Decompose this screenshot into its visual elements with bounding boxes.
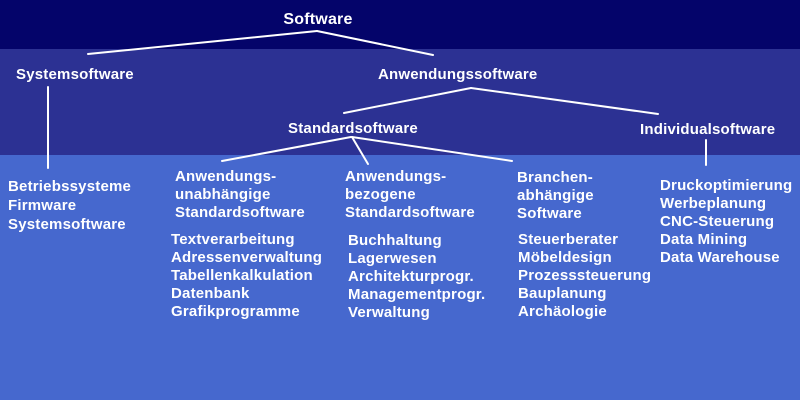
- heading-line: Anwendungs-: [175, 168, 277, 185]
- systemsoftware-items: Betriebssysteme Firmware Systemsoftware: [8, 177, 131, 234]
- list-item: Druckoptimierung: [660, 177, 793, 194]
- column-anwendungsbezogene-items: Buchhaltung Lagerwesen Architekturprogr.…: [348, 232, 485, 322]
- list-item: Textverarbeitung: [171, 231, 295, 248]
- connector-standardsoftware-to-col3: [351, 136, 369, 165]
- node-software: Software: [283, 11, 353, 28]
- node-systemsoftware: Systemsoftware: [16, 66, 134, 83]
- heading-line: Anwendungs-: [345, 168, 447, 185]
- connector-anwendungssoftware-to-standardsoftware: [343, 87, 472, 114]
- column-branchenabhaengige-heading: Branchen- abhängige Software: [517, 169, 594, 223]
- heading-line: abhängige: [517, 187, 594, 204]
- list-item: Adressenverwaltung: [171, 249, 323, 266]
- node-anwendungssoftware: Anwendungssoftware: [378, 66, 538, 83]
- node-standardsoftware: Standardsoftware: [288, 120, 418, 137]
- list-item: Datenbank: [171, 285, 250, 302]
- list-item: Archäologie: [518, 303, 607, 320]
- column-anwendungsbezogene-heading: Anwendungs- bezogene Standardsoftware: [345, 168, 475, 222]
- heading-line: Branchen-: [517, 169, 593, 186]
- background-band-bottom: [0, 155, 800, 400]
- column-anwendungsunabhaengige-items: Textverarbeitung Adressenverwaltung Tabe…: [171, 231, 322, 321]
- list-item: Betriebssysteme: [8, 178, 132, 195]
- individualsoftware-items: Druckoptimierung Werbeplanung CNC-Steuer…: [660, 177, 792, 267]
- heading-line: bezogene: [345, 186, 416, 203]
- connector-anwendungssoftware-to-individualsoftware: [470, 87, 659, 115]
- connector-software-to-anwendungssoftware: [316, 30, 434, 56]
- node-individualsoftware: Individualsoftware: [640, 121, 776, 138]
- heading-line: Standardsoftware: [175, 204, 305, 221]
- list-item: Grafikprogramme: [171, 303, 300, 320]
- list-item: CNC-Steuerung: [660, 213, 775, 230]
- list-item: Bauplanung: [518, 285, 607, 302]
- list-item: Managementprogr.: [348, 286, 486, 303]
- connector-standardsoftware-to-col4: [351, 136, 513, 162]
- heading-line: Standardsoftware: [345, 204, 475, 221]
- list-item: Data Mining: [660, 231, 748, 248]
- heading-line: Software: [517, 205, 582, 222]
- list-item: Systemsoftware: [8, 216, 126, 233]
- column-branchenabhaengige-items: Steuerberater Möbeldesign Prozesssteueru…: [518, 231, 651, 321]
- list-item: Prozesssteuerung: [518, 267, 652, 284]
- background-band-top: [0, 0, 800, 49]
- list-item: Lagerwesen: [348, 250, 437, 267]
- connector-software-to-systemsoftware: [87, 30, 318, 55]
- connector-standardsoftware-to-col2: [221, 136, 352, 162]
- list-item: Steuerberater: [518, 231, 619, 248]
- list-item: Firmware: [8, 197, 77, 214]
- list-item: Möbeldesign: [518, 249, 612, 266]
- heading-line: unabhängige: [175, 186, 271, 203]
- list-item: Buchhaltung: [348, 232, 442, 249]
- list-item: Architekturprogr.: [348, 268, 474, 285]
- column-anwendungsunabhaengige-heading: Anwendungs- unabhängige Standardsoftware: [175, 168, 305, 222]
- list-item: Data Warehouse: [660, 249, 780, 266]
- list-item: Werbeplanung: [660, 195, 767, 212]
- list-item: Tabellenkalkulation: [171, 267, 313, 284]
- list-item: Verwaltung: [348, 304, 431, 321]
